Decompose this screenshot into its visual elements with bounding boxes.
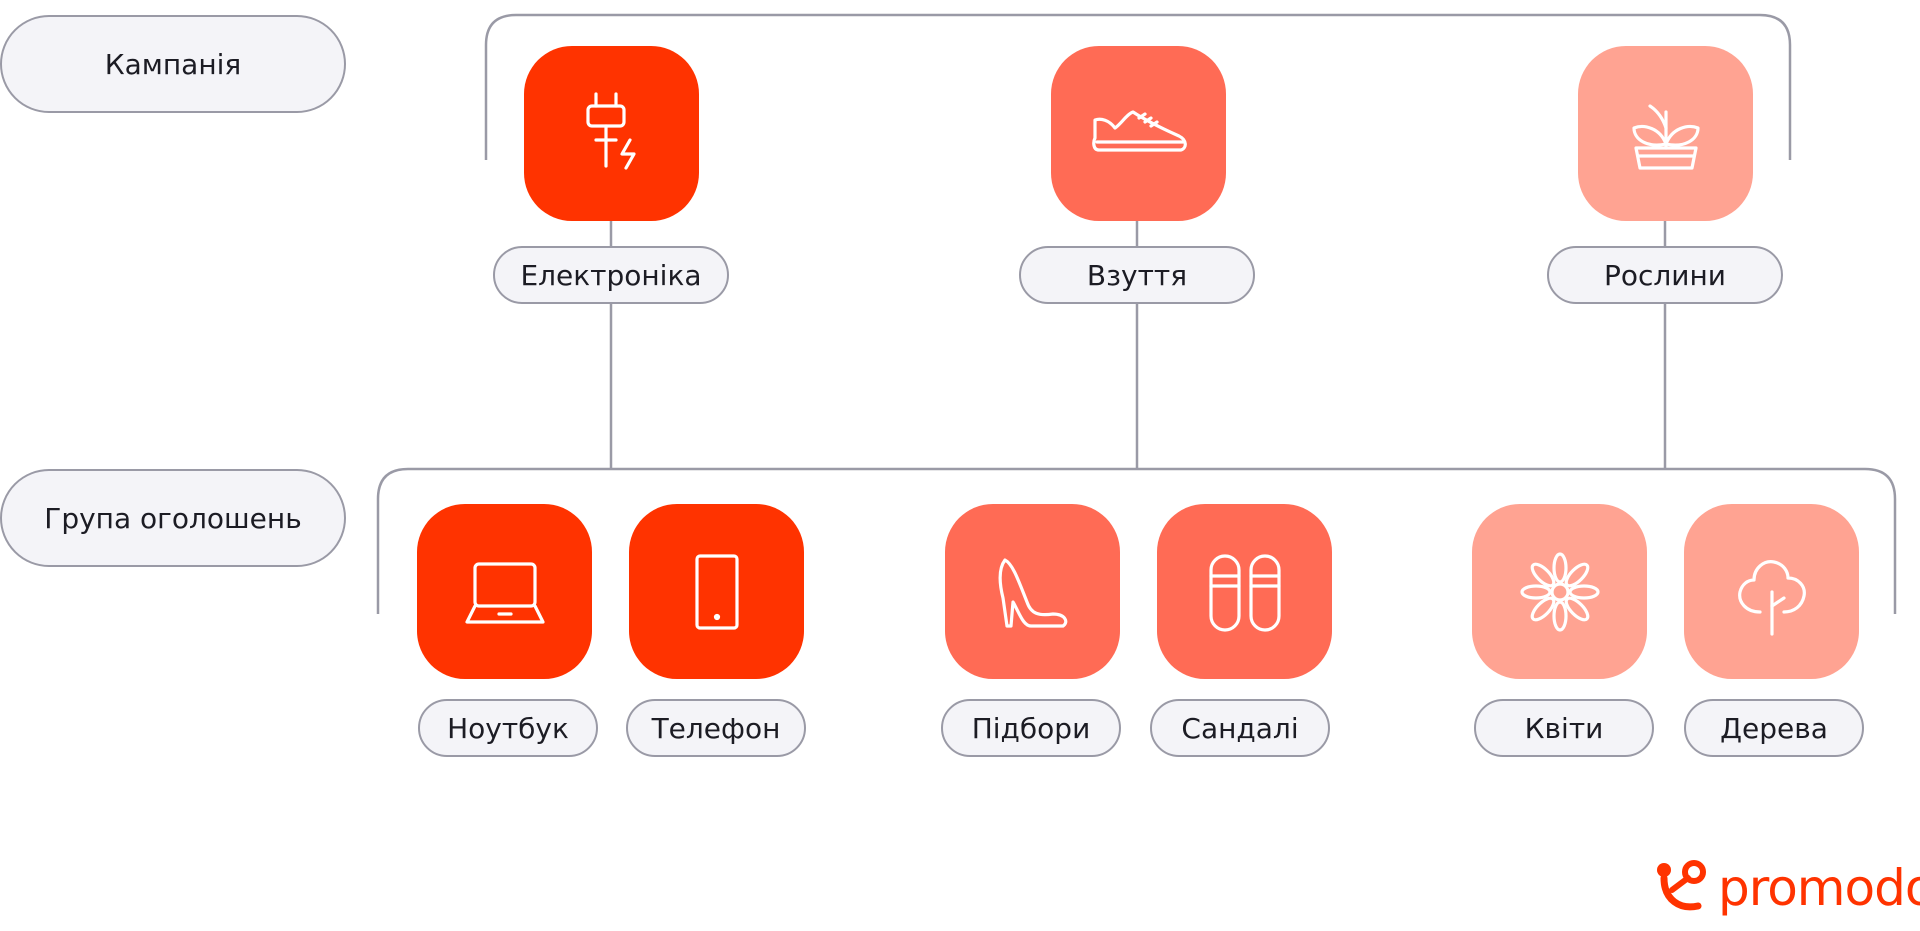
adgroup-pill-flowers: Квіти [1474,699,1654,757]
adgroup-tile-sandals [1157,504,1332,679]
laptop-icon [464,561,545,624]
adgroup-pill-phone: Телефон [626,699,806,757]
adgroup-tile-laptop [417,504,592,679]
tree-icon [1737,559,1806,636]
adgroup-tile-trees [1684,504,1859,679]
campaign-tile-footwear [1051,46,1226,221]
phone-icon [694,553,739,630]
campaign-bracket [484,13,1792,160]
adgroup-pill-trees: Дерева [1684,699,1864,757]
sneaker-icon [1091,109,1187,152]
flower-icon [1519,551,1600,632]
adgroup-pill-sandals: Сандалі [1150,699,1330,757]
adgroup-pill-heels: Підбори [941,699,1121,757]
adgroup-row-label: Група оголошень [0,469,346,567]
adgroup-tile-phone [629,504,804,679]
campaign-tile-plants [1578,46,1753,221]
campaign-row-label: Кампанія [0,15,346,113]
plant-pot-icon [1631,103,1700,170]
plug-icon [585,91,636,170]
adgroup-tile-flowers [1472,504,1647,679]
adgroup-pill-laptop: Ноутбук [418,699,598,757]
campaign-pill-electronics: Електроніка [493,246,729,304]
campaign-tile-electronics [524,46,699,221]
sandals-icon [1208,553,1281,632]
adgroup-bracket [376,467,1897,614]
adgroup-tile-heels [945,504,1120,679]
promodo-logo-text: promodo [1718,859,1920,917]
campaign-pill-plants: Рослини [1547,246,1783,304]
campaign-pill-footwear: Взуття [1019,246,1255,304]
promodo-logo-icon [1657,860,1706,911]
promodo-logo: promodo [1654,860,1920,916]
high-heel-icon [998,557,1067,628]
